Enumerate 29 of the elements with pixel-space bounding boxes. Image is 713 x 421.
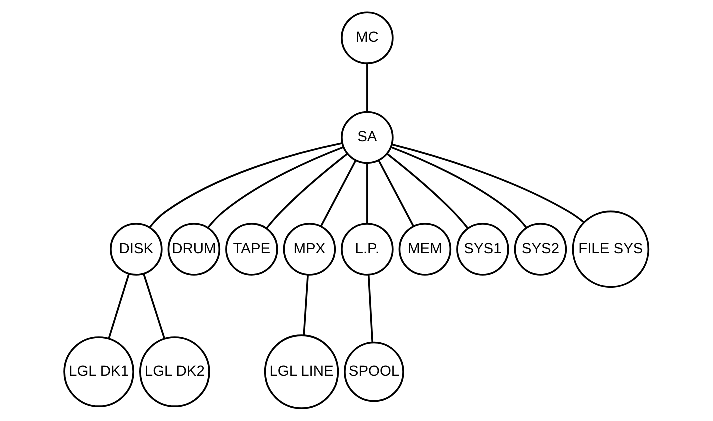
node-circle: L.P. (341, 223, 394, 276)
node-circle: MEM (398, 223, 452, 276)
connector (320, 160, 357, 227)
node-circle: FILE SYS (572, 210, 650, 288)
node-circle: MPX (283, 223, 336, 276)
connector (392, 144, 585, 224)
node-circle: DISK (110, 223, 163, 276)
node-circle: SYS1 (456, 223, 510, 276)
node-circle: LGL DK1 (64, 336, 134, 408)
node-circle: SPOOL (344, 342, 404, 402)
connector (368, 274, 374, 343)
connector (366, 164, 368, 224)
node-circle: DRUM (168, 223, 221, 276)
node-circle: SYS2 (514, 223, 568, 276)
node-circle: MC (341, 12, 394, 64)
node-circle: LGL DK2 (140, 336, 210, 408)
connector (390, 146, 528, 229)
connector (149, 142, 343, 228)
node-circle: SA (341, 111, 394, 164)
connector (143, 274, 166, 340)
connector (207, 146, 344, 229)
connector (266, 153, 348, 230)
connector (386, 153, 469, 230)
connector (366, 64, 368, 112)
connector (303, 274, 309, 336)
connector (378, 160, 415, 227)
connector (108, 274, 130, 340)
node-circle: LGL LINE (264, 334, 340, 410)
node-circle: TAPE (226, 223, 278, 276)
